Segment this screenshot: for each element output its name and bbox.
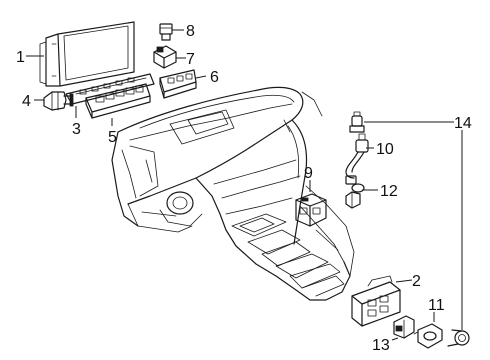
part-6-switch-module: [159, 69, 197, 99]
part-1-display-unit: [39, 21, 135, 87]
dashboard-console-outline: [111, 86, 355, 301]
part-9-switch-box: [295, 193, 327, 227]
part-7-switch: [153, 45, 177, 69]
part-2-switch-panel: [351, 275, 401, 327]
part-14-connector-bottom: [447, 329, 470, 347]
callout-3: 3: [72, 121, 81, 138]
callout-14: 14: [454, 115, 472, 132]
callout-9: 9: [304, 165, 313, 182]
part-8-knob: [159, 23, 173, 41]
part-10-cable: [345, 133, 369, 185]
part-4-sensor: [43, 91, 74, 111]
callout-13: 13: [372, 337, 390, 354]
callout-labels: 1 2 3 4 5 6 7 8 9 10 11 12 13 14: [16, 23, 472, 354]
leader-lines: [26, 29, 463, 341]
callout-8: 8: [186, 23, 195, 40]
callout-4: 4: [22, 93, 31, 110]
callout-1: 1: [16, 49, 25, 66]
callout-11: 11: [428, 297, 445, 314]
part-11-socket: [413, 323, 443, 349]
callout-5: 5: [108, 129, 117, 146]
part-3-switch-strip: [65, 73, 155, 105]
part-5-control-panel: [85, 83, 151, 119]
part-12-connector: [345, 183, 365, 209]
part-14-connector-top: [349, 111, 365, 133]
callout-6: 6: [210, 69, 219, 86]
callout-7: 7: [186, 51, 195, 68]
part-13-connector: [393, 315, 415, 339]
callout-12: 12: [380, 183, 398, 200]
callout-10: 10: [376, 141, 394, 158]
callout-2: 2: [412, 273, 421, 290]
